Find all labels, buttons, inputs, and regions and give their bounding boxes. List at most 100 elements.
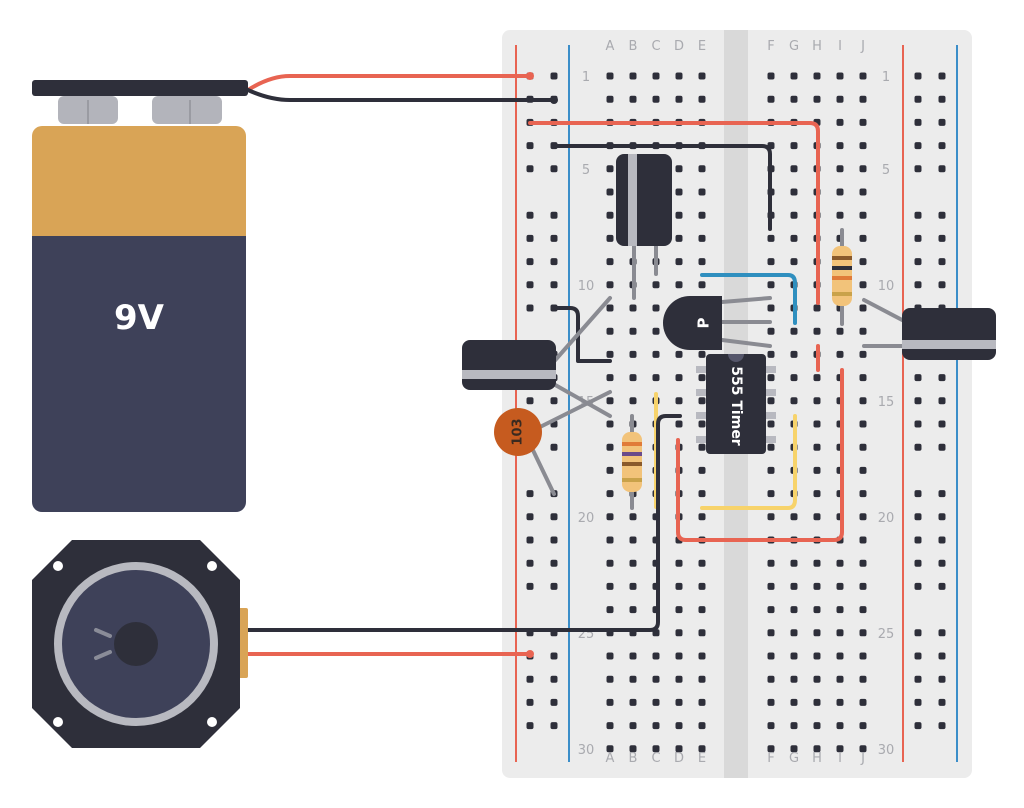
breadboard-hole	[813, 652, 821, 660]
battery-black-wire	[246, 88, 556, 102]
row-number: 30	[578, 743, 595, 758]
breadboard-hole	[698, 397, 706, 405]
breadboard-hole	[859, 72, 867, 80]
breadboard-hole	[836, 722, 844, 730]
breadboard-hole	[859, 629, 867, 637]
rail-hole	[914, 118, 922, 126]
breadboard-hole	[859, 559, 867, 567]
breadboard-hole	[859, 582, 867, 590]
breadboard-hole	[629, 327, 637, 335]
row-number: 25	[878, 627, 895, 642]
breadboard-hole	[652, 281, 660, 289]
breadboard-hole	[675, 745, 683, 753]
speaker-detail	[94, 628, 112, 638]
breadboard-hole	[698, 420, 706, 428]
breadboard-hole	[790, 652, 798, 660]
breadboard-hole	[813, 722, 821, 730]
rail-hole	[550, 72, 558, 80]
breadboard-hole	[606, 722, 614, 730]
breadboard-hole	[836, 652, 844, 660]
rail-hole	[914, 281, 922, 289]
rail-hole	[914, 374, 922, 382]
breadboard-hole	[675, 350, 683, 358]
breadboard-hole	[859, 675, 867, 683]
rail-hole	[526, 165, 534, 173]
breadboard-hole	[790, 513, 798, 521]
rail-hole	[550, 211, 558, 219]
breadboard-hole	[813, 606, 821, 614]
breadboard-hole	[767, 327, 775, 335]
breadboard-hole	[698, 72, 706, 80]
breadboard-hole	[790, 258, 798, 266]
rail-hole	[526, 582, 534, 590]
breadboard-hole	[836, 72, 844, 80]
breadboard-hole	[675, 165, 683, 173]
breadboard-hole	[859, 606, 867, 614]
breadboard-hole	[859, 513, 867, 521]
breadboard-hole	[836, 606, 844, 614]
breadboard-hole	[698, 258, 706, 266]
rail-hole	[526, 281, 534, 289]
breadboard-hole	[629, 397, 637, 405]
breadboard-hole	[859, 698, 867, 706]
breadboard-hole	[790, 72, 798, 80]
wires	[246, 72, 844, 658]
column-letter: I	[838, 39, 842, 54]
rail-hole	[938, 258, 946, 266]
rail-hole	[938, 536, 946, 544]
breadboard-hole	[652, 722, 660, 730]
column-letter: E	[698, 39, 706, 54]
breadboard-hole	[790, 211, 798, 219]
column-letter: C	[651, 751, 660, 766]
breadboard-hole	[790, 629, 798, 637]
breadboard-hole	[859, 165, 867, 173]
rail-hole	[526, 142, 534, 150]
rail-hole	[550, 582, 558, 590]
resistor-left	[622, 414, 642, 510]
rail-hole	[938, 234, 946, 242]
breadboard-hole	[629, 606, 637, 614]
breadboard-hole	[859, 327, 867, 335]
breadboard-hole	[698, 234, 706, 242]
breadboard-hole	[606, 72, 614, 80]
breadboard-hole	[790, 698, 798, 706]
breadboard-hole	[767, 466, 775, 474]
breadboard-hole	[813, 490, 821, 498]
rail-hole	[550, 258, 558, 266]
breadboard-hole	[790, 745, 798, 753]
row-number: 1	[582, 70, 590, 85]
column-letter: H	[812, 751, 822, 766]
electrolytic-capacitor-left	[462, 296, 612, 418]
rail-hole	[938, 582, 946, 590]
battery-terminal-cap	[32, 80, 248, 96]
breadboard-hole	[813, 374, 821, 382]
breadboard-hole	[606, 745, 614, 753]
breadboard-hole	[836, 188, 844, 196]
breadboard-hole	[813, 327, 821, 335]
breadboard-hole	[606, 698, 614, 706]
breadboard-hole	[859, 745, 867, 753]
rail-hole	[938, 722, 946, 730]
breadboard-hole	[859, 211, 867, 219]
rail-hole	[914, 652, 922, 660]
rail-hole	[914, 629, 922, 637]
breadboard-hole	[606, 490, 614, 498]
rail-hole	[914, 513, 922, 521]
rail-hole	[526, 234, 534, 242]
row-number: 10	[578, 279, 595, 294]
breadboard-hole	[767, 698, 775, 706]
breadboard-hole	[698, 443, 706, 451]
battery-body	[32, 236, 246, 512]
breadboard-hole	[767, 582, 775, 590]
breadboard-hole	[675, 258, 683, 266]
breadboard-hole	[698, 374, 706, 382]
rail-hole	[914, 536, 922, 544]
black-jumper-wire	[552, 306, 612, 363]
breadboard-hole	[698, 745, 706, 753]
breadboard-hole	[859, 443, 867, 451]
breadboard-hole	[606, 234, 614, 242]
rail-hole	[914, 582, 922, 590]
rail-hole	[914, 258, 922, 266]
battery-body-top	[32, 126, 246, 246]
breadboard-hole	[675, 582, 683, 590]
